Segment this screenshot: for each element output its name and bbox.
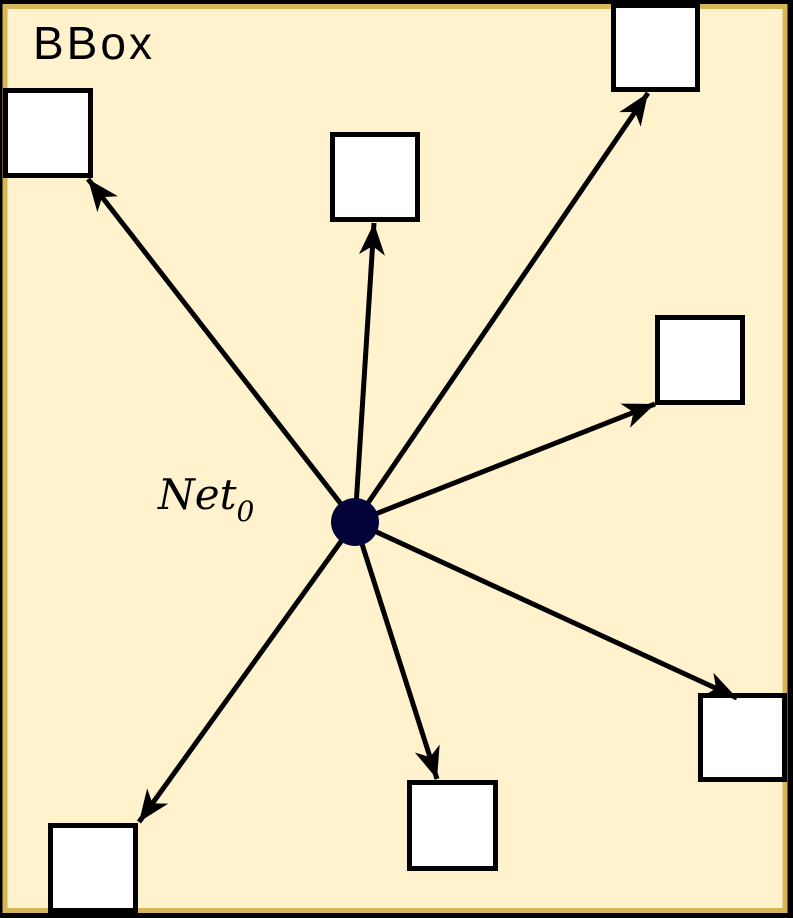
net-arrow-to-bottom-left (136, 520, 358, 824)
terminal-square-top-center (330, 132, 420, 222)
net-node-label: Net0 (157, 470, 254, 528)
terminal-square-top-right (611, 3, 700, 92)
net-arrow-to-top-right (352, 91, 651, 524)
net-arrows-layer (86, 91, 739, 824)
terminal-square-bottom-left (48, 823, 138, 913)
net-arrow-to-top-center (352, 222, 385, 523)
terminal-square-bottom-right (698, 693, 787, 782)
net-node-label-subscript: 0 (236, 495, 254, 528)
terminal-square-top-left (3, 88, 93, 178)
bbox-label: BBox (33, 17, 155, 69)
net-arrow-to-top-left (86, 177, 357, 524)
terminal-squares-layer (3, 3, 787, 913)
net-arrow-to-middle-right (354, 401, 656, 525)
terminal-square-bottom-center (407, 780, 498, 871)
net-arrow-to-bottom-right (353, 519, 739, 701)
net-node-label-text: Net (157, 470, 237, 519)
net-arrow-to-bottom-center (352, 521, 440, 780)
net-node-dot (331, 498, 379, 546)
terminal-square-middle-right (655, 315, 745, 405)
